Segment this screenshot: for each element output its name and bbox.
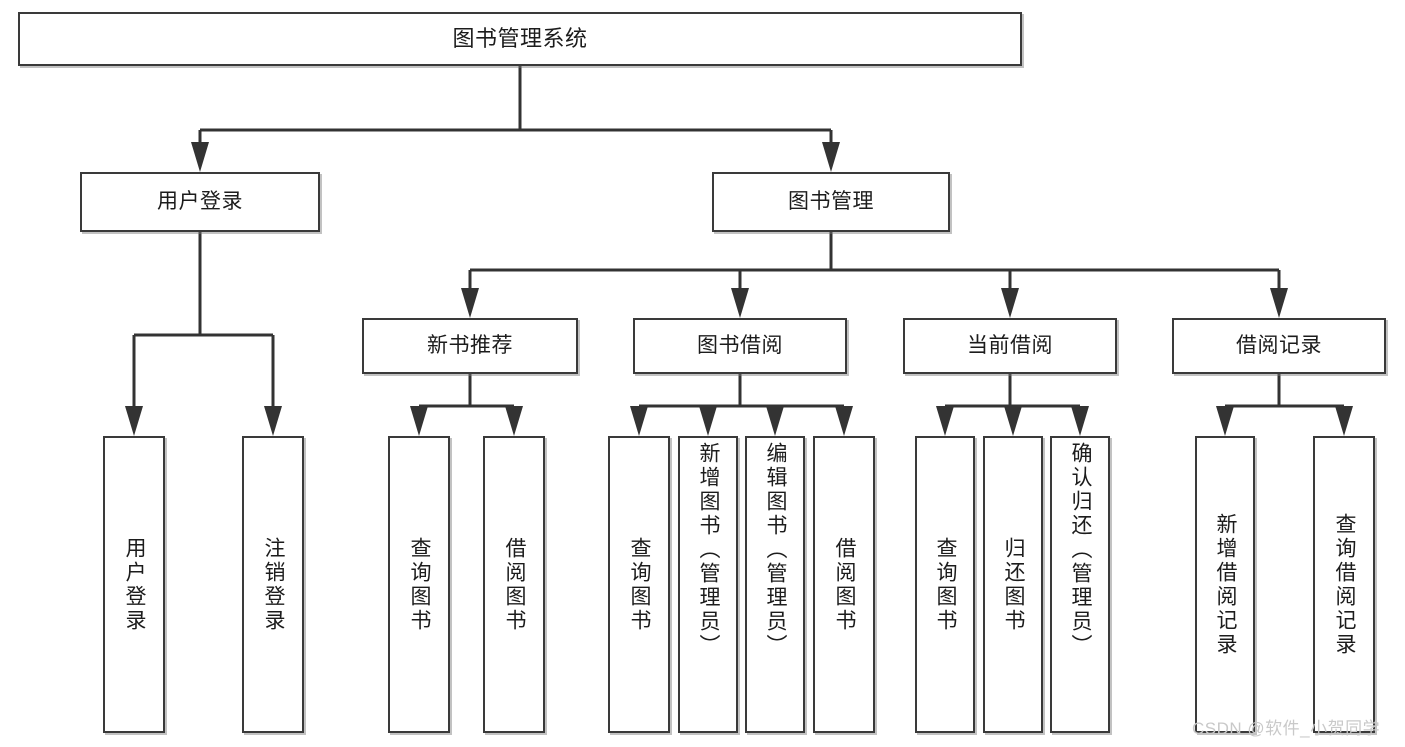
node-leaf-add-record: 新增借阅记录 — [1195, 436, 1255, 733]
node-label: 新增图书（管理员） — [697, 442, 721, 658]
node-leaf-return-book: 归还图书 — [983, 436, 1043, 733]
arrow-head-icon — [461, 288, 479, 318]
node-l2-book-borrow: 图书借阅 — [633, 318, 847, 374]
node-label: 新增借阅记录 — [1214, 512, 1238, 657]
arrow-head-icon — [125, 406, 143, 436]
arrow-head-icon — [1071, 406, 1089, 436]
arrow-head-icon — [505, 406, 523, 436]
arrow-head-icon — [1004, 406, 1022, 436]
node-leaf-add-book: 新增图书（管理员） — [678, 436, 738, 733]
node-label: 当前借阅 — [967, 333, 1053, 357]
arrow-head-icon — [1216, 406, 1234, 436]
node-label: 用户登录 — [123, 536, 147, 633]
node-label: 注销登录 — [262, 536, 286, 633]
arrow-head-icon — [699, 406, 717, 436]
node-label: 编辑图书（管理员） — [764, 442, 788, 658]
node-root: 图书管理系统 — [18, 12, 1022, 66]
node-leaf-confirm-return: 确认归还（管理员） — [1050, 436, 1110, 733]
node-label: 图书管理 — [788, 189, 874, 213]
node-label: 图书管理系统 — [452, 26, 588, 52]
node-l2-current-borrow: 当前借阅 — [903, 318, 1117, 374]
node-leaf-borrow-book-2: 借阅图书 — [813, 436, 875, 733]
node-l2-borrow-record: 借阅记录 — [1172, 318, 1386, 374]
node-leaf-query-book-3: 查询图书 — [915, 436, 975, 733]
node-label: 归还图书 — [1002, 536, 1026, 633]
node-leaf-query-book-1: 查询图书 — [388, 436, 450, 733]
node-l1-user-login: 用户登录 — [80, 172, 320, 232]
node-leaf-edit-book: 编辑图书（管理员） — [745, 436, 805, 733]
arrow-head-icon — [630, 406, 648, 436]
node-label: 图书借阅 — [697, 333, 783, 357]
node-label: 借阅图书 — [833, 536, 857, 633]
arrow-head-icon — [936, 406, 954, 436]
node-label: 借阅图书 — [503, 536, 527, 633]
arrow-head-icon — [1270, 288, 1288, 318]
node-leaf-borrow-book-1: 借阅图书 — [483, 436, 545, 733]
arrow-head-icon — [1001, 288, 1019, 318]
arrow-head-icon — [264, 406, 282, 436]
arrow-head-icon — [731, 288, 749, 318]
node-label: 借阅记录 — [1236, 333, 1322, 357]
arrow-head-icon — [1335, 406, 1353, 436]
arrow-head-icon — [835, 406, 853, 436]
node-l1-book-manage: 图书管理 — [712, 172, 950, 232]
node-label: 查询图书 — [408, 536, 432, 633]
arrow-head-icon — [766, 406, 784, 436]
node-label: 确认归还（管理员） — [1069, 442, 1093, 658]
node-leaf-user-login: 用户登录 — [103, 436, 165, 733]
arrow-head-icon — [410, 406, 428, 436]
node-label: 用户登录 — [157, 189, 243, 213]
node-label: 查询借阅记录 — [1333, 512, 1357, 657]
node-label: 查询图书 — [628, 536, 652, 633]
watermark: CSDN @软件_小贺同学 — [1192, 719, 1381, 738]
arrow-head-icon — [822, 142, 840, 172]
node-leaf-query-record: 查询借阅记录 — [1313, 436, 1375, 733]
arrow-head-icon — [191, 142, 209, 172]
node-l2-new-book-rec: 新书推荐 — [362, 318, 578, 374]
node-leaf-logout: 注销登录 — [242, 436, 304, 733]
node-label: 新书推荐 — [427, 333, 513, 357]
node-leaf-query-book-2: 查询图书 — [608, 436, 670, 733]
node-label: 查询图书 — [934, 536, 958, 633]
